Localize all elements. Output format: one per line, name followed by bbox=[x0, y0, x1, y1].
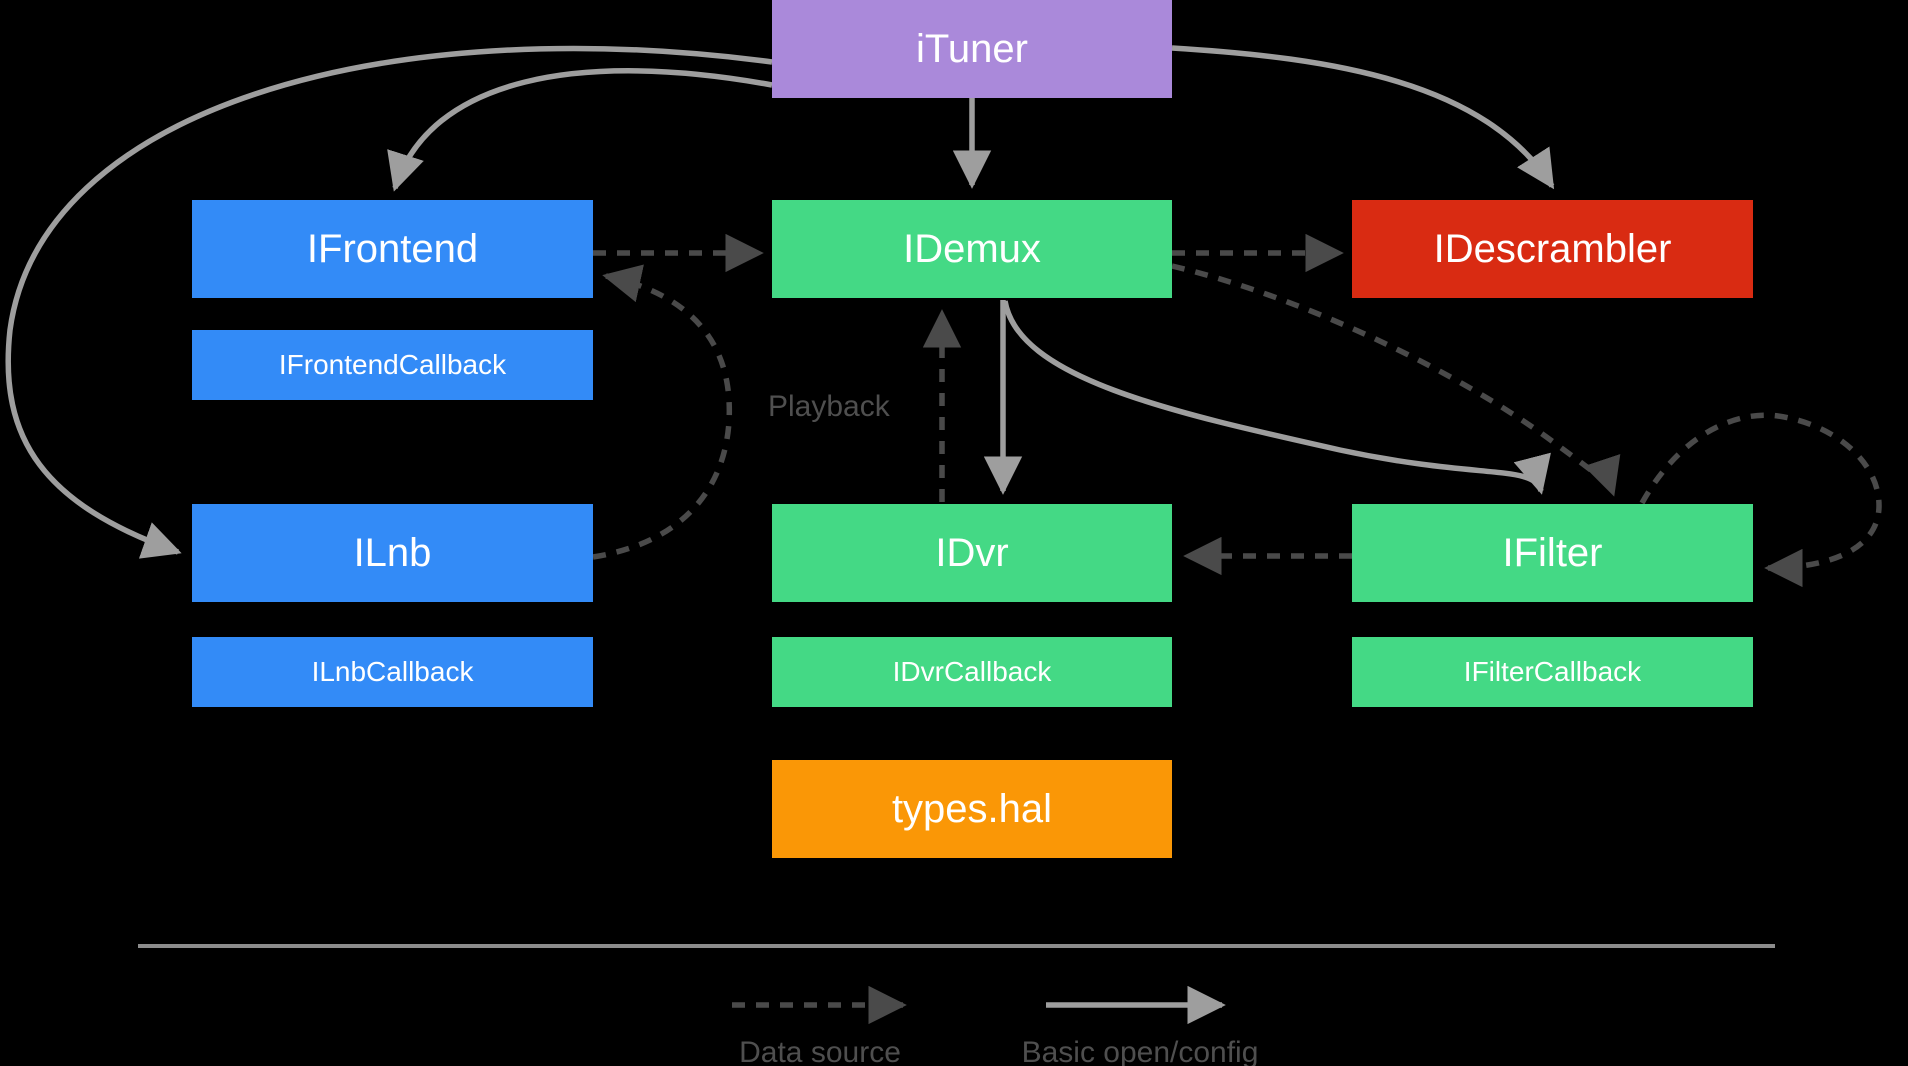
node-idescrambler: IDescrambler bbox=[1352, 200, 1753, 298]
node-typeshal-label: types.hal bbox=[891, 786, 1053, 831]
arrow-ituner-to-idescrambler bbox=[1171, 45, 1555, 190]
node-ifilter: IFilter bbox=[1352, 504, 1753, 602]
legend-data-source-label: Data source bbox=[739, 1036, 901, 1066]
node-ilnbcallback: ILnbCallback bbox=[192, 637, 593, 707]
node-idvr-label: IDvr bbox=[935, 530, 1009, 575]
node-ifrontendcallback: IFrontendCallback bbox=[192, 330, 593, 400]
arrow-idemux-to-ifilter-data bbox=[1171, 263, 1621, 497]
node-ifilter-label: IFilter bbox=[1502, 530, 1603, 575]
node-idvr: IDvr bbox=[772, 504, 1172, 602]
node-ilnb: ILnb bbox=[192, 504, 593, 602]
node-ifrontend: IFrontend bbox=[192, 200, 593, 298]
playback-label: Playback bbox=[768, 390, 890, 423]
arrow-ituner-to-ifrontend bbox=[387, 68, 773, 192]
node-idemux-label: IDemux bbox=[903, 226, 1041, 271]
node-idemux: IDemux bbox=[772, 200, 1172, 298]
node-ilnb-label: ILnb bbox=[353, 530, 432, 575]
node-ifrontend-label: IFrontend bbox=[306, 226, 479, 271]
node-ifrontendcallback-label: IFrontendCallback bbox=[278, 349, 507, 380]
arrow-ilnb-to-ifrontend bbox=[592, 264, 733, 560]
node-idvrcallback-label: IDvrCallback bbox=[892, 656, 1052, 687]
node-ifiltercallback-label: IFilterCallback bbox=[1463, 656, 1642, 687]
legend-basic-open-config-label: Basic open/config bbox=[1021, 1036, 1259, 1066]
node-ifiltercallback: IFilterCallback bbox=[1352, 637, 1753, 707]
arrow-ifilter-self-loop bbox=[1639, 412, 1882, 588]
node-ilnbcallback-label: ILnbCallback bbox=[311, 656, 474, 687]
node-idescrambler-label: IDescrambler bbox=[1433, 226, 1672, 271]
legend-divider bbox=[138, 944, 1775, 948]
node-typeshal: types.hal bbox=[772, 760, 1172, 858]
node-idvrcallback: IDvrCallback bbox=[772, 637, 1172, 707]
node-ituner-label: iTuner bbox=[916, 26, 1028, 71]
arrow-idemux-to-ifilter bbox=[1002, 300, 1551, 495]
arrow-ituner-to-ilnb bbox=[5, 45, 773, 559]
node-ituner: iTuner bbox=[772, 0, 1172, 98]
